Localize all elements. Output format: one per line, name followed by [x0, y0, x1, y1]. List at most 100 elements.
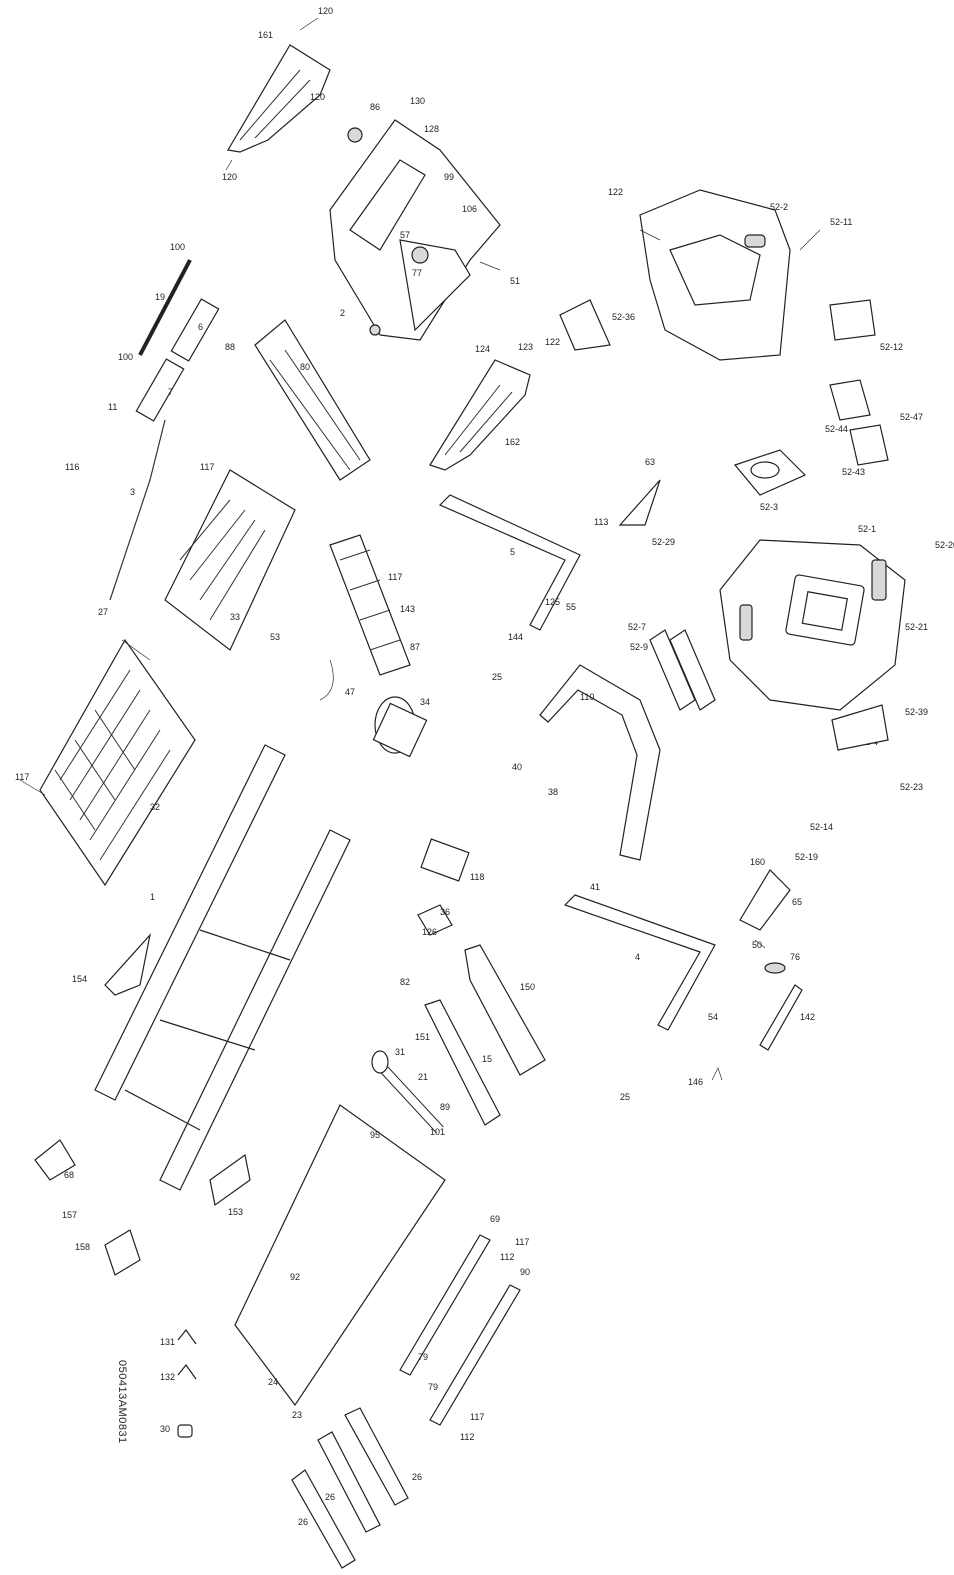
console-front-52-1: 52-1 52-20 52-21 52-39 52-4 52-23 52-14 … [719, 524, 954, 862]
callout-130: 130 [410, 96, 425, 106]
console-cupholder-52-3: 52-3 [733, 449, 807, 512]
callout-120a: 120 [318, 6, 333, 16]
console-bracket-52-36: 52-36 122 [545, 299, 635, 351]
callout-25a: 25 [492, 672, 502, 682]
callout-79b: 79 [428, 1382, 438, 1392]
callout-151: 151 [415, 1032, 430, 1042]
callout-113: 113 [594, 517, 608, 527]
callout-52-36: 52-36 [612, 312, 635, 322]
callout-33: 33 [230, 612, 240, 622]
running-deck-24: 24 23 95 92 [234, 1104, 446, 1420]
callout-52-9: 52-9 [630, 642, 648, 652]
drawing-code-label: 050413AM0831 [116, 1360, 128, 1444]
callout-117e: 117 [470, 1412, 484, 1422]
callout-146: 146 [688, 1077, 703, 1087]
callout-55: 55 [566, 602, 576, 612]
callout-100a: 100 [170, 242, 185, 252]
callout-154: 154 [72, 974, 87, 984]
callout-30: 30 [160, 1424, 170, 1434]
callout-52-21: 52-21 [905, 622, 928, 632]
callout-106: 106 [462, 204, 477, 214]
callout-19: 19 [155, 292, 165, 302]
upright-post-4: 4 54 25 [563, 894, 718, 1102]
callout-117d: 117 [515, 1237, 529, 1247]
side-rail-79b: 79 [428, 1284, 521, 1426]
leader-lines [19, 229, 821, 949]
callout-1: 1 [150, 892, 155, 902]
callout-92: 92 [290, 1272, 300, 1282]
cable-3: 3 27 11 116 [65, 402, 166, 617]
callout-118: 118 [470, 872, 484, 882]
callout-142: 142 [800, 1012, 815, 1022]
callout-5: 5 [510, 547, 515, 557]
callout-34: 34 [420, 697, 430, 707]
callout-51: 51 [510, 276, 520, 286]
callout-86: 86 [370, 102, 380, 112]
callout-144: 144 [508, 632, 523, 642]
callout-87: 87 [410, 642, 420, 652]
callout-80: 80 [300, 362, 310, 372]
handrail-cover-161: 120 161 120 120 [222, 6, 333, 182]
callout-90: 90 [520, 1267, 530, 1277]
roller-21: 21 89 101 [371, 1050, 450, 1137]
upright-frame: 130 86 128 99 106 57 77 51 2 124 [329, 96, 520, 354]
side-rail-79a: 79 [399, 1234, 491, 1376]
callout-65: 65 [792, 897, 802, 907]
callout-89: 89 [440, 1102, 450, 1112]
callout-32: 32 [150, 802, 160, 812]
callout-131: 131 [160, 1337, 175, 1347]
accessories: 76 142 146 65 50 160 63 47 40 33 31 [230, 457, 815, 1087]
callout-52-2: 52-2 [770, 202, 788, 212]
loose-parts: 131 132 30 [160, 1329, 197, 1438]
plate-36: 36 126 [417, 904, 453, 937]
callout-125: 125 [545, 597, 560, 607]
callout-117b: 117 [388, 572, 402, 582]
callout-36: 36 [440, 907, 450, 917]
callout-82: 82 [400, 977, 410, 987]
callout-123: 123 [518, 342, 533, 352]
callout-52-12: 52-12 [880, 342, 903, 352]
console-tray-52-12: 52-12 [829, 299, 903, 352]
callout-157: 157 [62, 1210, 77, 1220]
rear-end-caps: 68 157 158 153 82 [34, 977, 410, 1276]
callout-160: 160 [750, 857, 765, 867]
callout-52-7: 52-7 [628, 622, 646, 632]
callout-77: 77 [412, 268, 422, 278]
callout-153: 153 [228, 1207, 243, 1217]
callout-124: 124 [475, 344, 490, 354]
callout-88: 88 [225, 342, 235, 352]
callout-52-1: 52-1 [858, 524, 876, 534]
callout-120b: 120 [310, 92, 325, 102]
motor-34: 34 87 [319, 642, 430, 758]
rail-hardware: 112 112 117 117 69 90 [460, 1214, 530, 1442]
callout-7: 7 [168, 387, 173, 397]
callout-3: 3 [130, 487, 135, 497]
callout-4: 4 [635, 952, 640, 962]
main-frame-1: 1 [94, 744, 351, 1191]
handlebar-110: 110 41 38 144 125 113 [508, 517, 661, 892]
base-link-frame: 80 [254, 319, 371, 481]
callout-52-23: 52-23 [900, 782, 923, 792]
callout-26c: 26 [412, 1472, 422, 1482]
callout-117a: 117 [200, 462, 214, 472]
callout-52-29: 52-29 [652, 537, 675, 547]
upright-post-5: 5 55 25 [438, 494, 581, 682]
hood-cover-151: 151 15 [415, 999, 501, 1126]
callout-52-47: 52-47 [900, 412, 923, 422]
console-keypads: 52-9 52-7 52-29 [628, 537, 889, 751]
legs-26: 26 26 26 [291, 1407, 422, 1569]
callout-15: 15 [482, 1054, 492, 1064]
rail-assembly: 100 19 100 6 7 88 [118, 242, 235, 422]
callout-158: 158 [75, 1242, 90, 1252]
callout-116: 116 [65, 462, 79, 472]
callout-57: 57 [400, 230, 410, 240]
callout-69: 69 [490, 1214, 500, 1224]
callout-47: 47 [345, 687, 355, 697]
callout-52-19: 52-19 [795, 852, 818, 862]
callout-24: 24 [268, 1377, 278, 1387]
callout-54: 54 [708, 1012, 718, 1022]
callout-11: 11 [108, 402, 117, 412]
callout-26a: 26 [298, 1517, 308, 1527]
callout-50: 50 [752, 940, 762, 950]
